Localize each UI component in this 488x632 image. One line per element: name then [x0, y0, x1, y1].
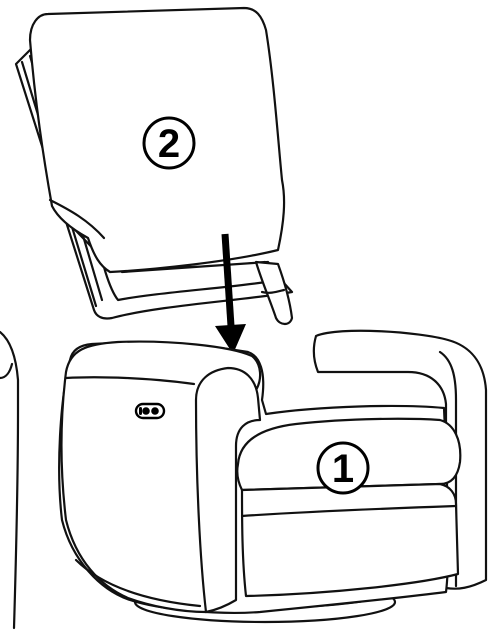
callout-2-label: 2	[158, 122, 180, 166]
callout-1: 1	[318, 443, 368, 493]
callout-2: 2	[144, 118, 194, 168]
chair-base-part-1	[59, 331, 486, 622]
backrest-part-2	[16, 8, 292, 324]
left-edge-object	[0, 332, 18, 628]
power-button-panel	[136, 404, 164, 418]
callout-1-label: 1	[332, 447, 354, 491]
